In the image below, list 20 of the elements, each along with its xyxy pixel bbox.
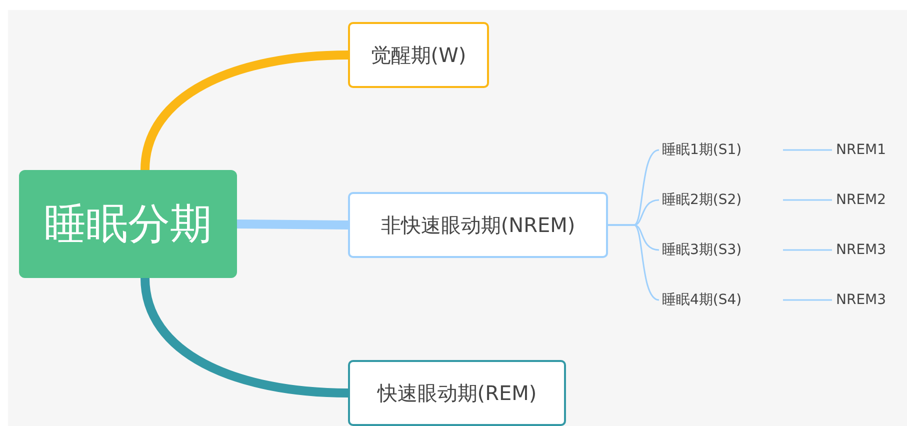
branch-line bbox=[783, 149, 832, 151]
topic-box: 觉醒期(W) bbox=[348, 22, 489, 88]
subtopic-label: NREM3 bbox=[836, 288, 906, 312]
branch-line bbox=[608, 224, 660, 301]
branch-line bbox=[783, 199, 832, 201]
branch-line bbox=[140, 50, 348, 170]
branch-line bbox=[783, 299, 832, 301]
topic-box: 非快速眼动期(NREM) bbox=[348, 192, 608, 258]
branch-line bbox=[783, 249, 832, 251]
subtopic-label: 睡眠1期(S1) bbox=[662, 138, 780, 162]
subtopic-label: NREM3 bbox=[836, 238, 906, 262]
subtopic-label: 睡眠3期(S3) bbox=[662, 238, 780, 262]
subtopic-label: NREM1 bbox=[836, 138, 906, 162]
topic-box: 快速眼动期(REM) bbox=[348, 360, 566, 426]
subtopic-label: NREM2 bbox=[836, 188, 906, 212]
root-topic: 睡眠分期 bbox=[19, 170, 237, 278]
subtopic-label: 睡眠2期(S2) bbox=[662, 188, 780, 212]
branch-line bbox=[236, 220, 348, 230]
branch-line bbox=[140, 278, 348, 398]
subtopic-label: 睡眠4期(S4) bbox=[662, 288, 780, 312]
